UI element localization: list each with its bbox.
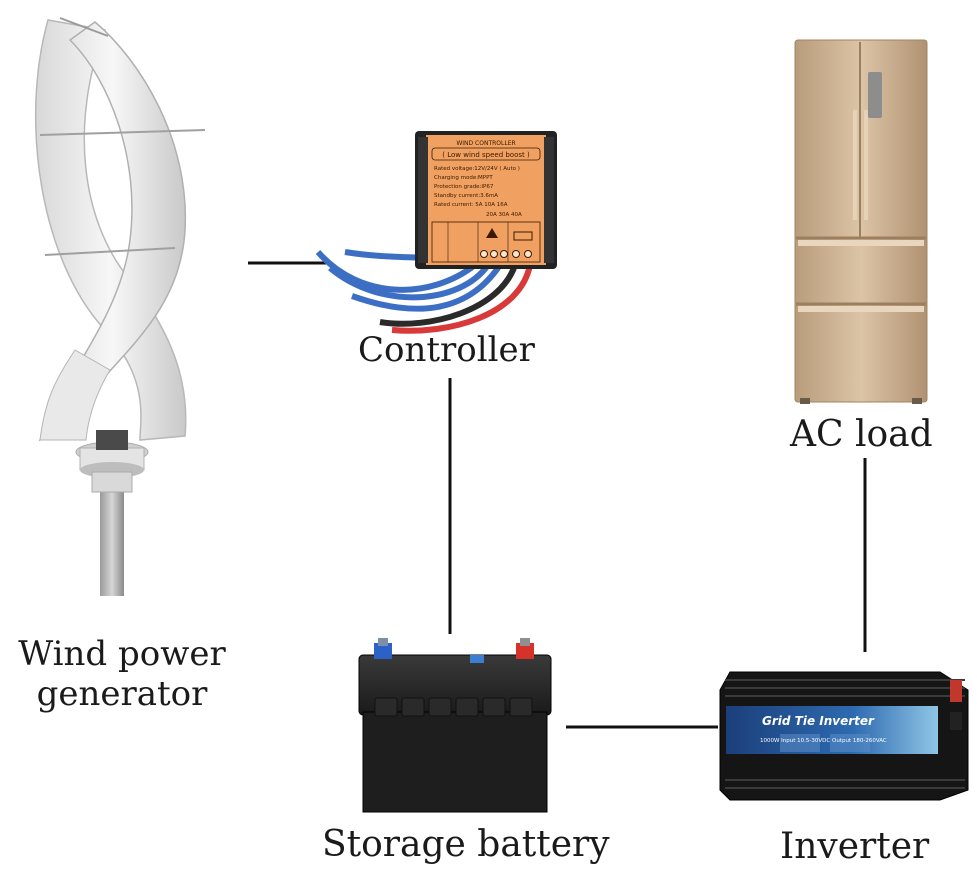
inverter-label: Inverter [780, 826, 930, 867]
controller-label: Controller [358, 330, 535, 370]
inverter-title: Grid Tie Inverter [762, 714, 875, 728]
controller-device-icon: WIND CONTROLLER ( Low wind speed boost )… [315, 131, 557, 334]
controller-title: WIND CONTROLLER [456, 140, 515, 147]
controller-spec-1: Rated voltage:12V/24V ( Auto ) [434, 166, 520, 172]
refrigerator-icon [794, 39, 928, 404]
controller-spec-2: Charging mode:MPPT [434, 175, 493, 181]
controller-spec-3: Protection grade:IP67 [434, 184, 494, 190]
controller-subtitle: ( Low wind speed boost ) [442, 151, 530, 159]
battery-icon [358, 638, 552, 813]
controller-spec-5: Rated current: 5A 10A 16A [434, 202, 508, 208]
controller-spec-6: 20A 30A 40A [486, 212, 522, 218]
wind-turbine-icon [34, 17, 206, 596]
inverter-spec: 1000W Input 10.5-30VDC Output 180-260VAC [760, 738, 887, 744]
wind-generator-label: Wind power generator [6, 634, 238, 714]
ac-load-label: AC load [790, 414, 933, 455]
storage-battery-label: Storage battery [322, 824, 610, 865]
wind-generator-label-line2: generator [36, 674, 208, 714]
wind-generator-label-line1: Wind power [18, 634, 226, 674]
inverter-device-icon: Grid Tie Inverter 1000W Input 10.5-30VDC… [719, 671, 969, 801]
controller-spec-4: Standby current:3.6mA [434, 193, 498, 199]
